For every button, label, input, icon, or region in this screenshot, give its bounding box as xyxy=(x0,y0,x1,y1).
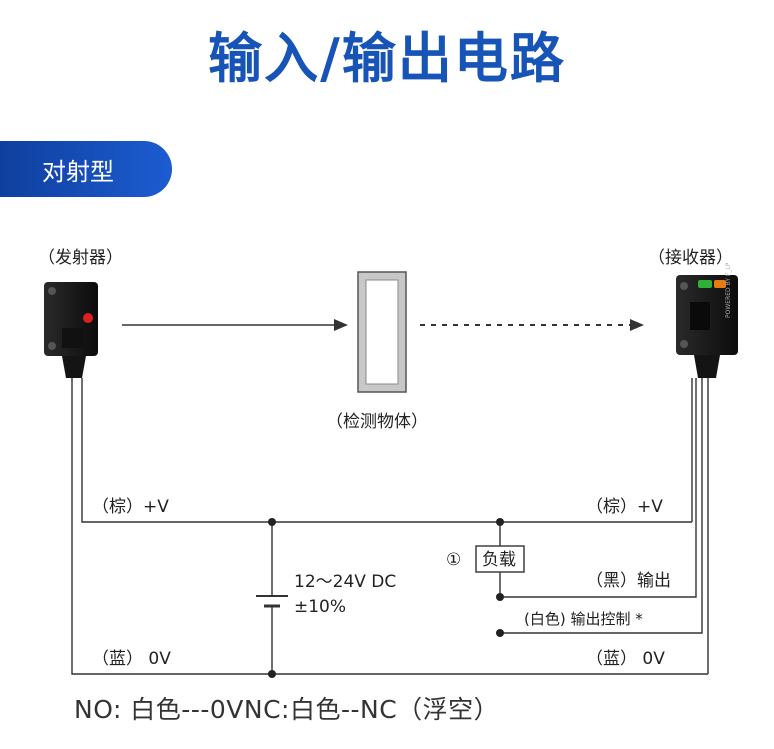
junction-dot xyxy=(268,670,276,678)
junction-dot xyxy=(496,629,504,637)
receiver-screw-bottom xyxy=(680,340,688,348)
receiver-sensor: POWERED BY F_LP xyxy=(676,262,738,378)
receiver-lens xyxy=(690,302,710,330)
section-badge-label: 对射型 xyxy=(42,157,114,186)
bottom-note: NO: 白色---0VNC:白色--NC（浮空） xyxy=(74,695,500,724)
emitter-screw-top xyxy=(48,287,56,295)
emitter-label: （发射器） xyxy=(38,248,123,268)
emitter-led xyxy=(83,313,93,323)
brown-right-label: （棕）+V xyxy=(586,497,663,517)
receiver-screw-top xyxy=(680,282,688,290)
detection-object xyxy=(357,271,407,393)
beam-dashed-arrowhead xyxy=(630,319,644,331)
receiver-printed-text: POWERED BY F_LP xyxy=(725,262,732,318)
blue-left-label: （蓝） 0V xyxy=(92,649,171,669)
wires xyxy=(71,378,709,675)
beam-solid-arrowhead xyxy=(334,319,348,331)
junction-dot xyxy=(268,518,276,526)
supply-voltage-label: 12～24V DC xyxy=(294,572,396,592)
emitter-cable-strain-relief xyxy=(62,356,86,378)
load-label: 负载 xyxy=(482,550,516,570)
emitter-screw-bottom xyxy=(48,342,56,350)
object-inner xyxy=(365,279,399,385)
supply-tolerance-label: ±10% xyxy=(294,597,346,617)
section-badge: 对射型 xyxy=(0,141,172,197)
junction-dot xyxy=(496,593,504,601)
blue-right-label: （蓝） 0V xyxy=(586,649,665,669)
load-box xyxy=(475,545,525,573)
black-output-label: （黑）输出 xyxy=(586,571,671,591)
receiver-led-green xyxy=(698,280,712,288)
emitter-lens xyxy=(62,328,84,348)
wire-brown-plus-v xyxy=(81,378,692,523)
wire-receiver-white xyxy=(500,378,703,634)
load-number: ① xyxy=(446,550,461,570)
page-title: 输入/输出电路 xyxy=(208,27,566,90)
wire-receiver-black xyxy=(500,378,697,598)
object-label: （检测物体） xyxy=(326,412,428,432)
junction-dot xyxy=(496,518,504,526)
wire-blue-0v xyxy=(71,378,708,675)
receiver-led-orange xyxy=(714,280,726,288)
emitter-sensor xyxy=(44,282,98,378)
receiver-cable-strain-relief xyxy=(694,355,720,378)
brown-left-label: （棕）+V xyxy=(92,497,169,517)
white-control-label: (白色) 输出控制 * xyxy=(524,610,643,628)
receiver-label: （接收器） xyxy=(648,248,733,268)
emitter-body xyxy=(44,282,98,356)
